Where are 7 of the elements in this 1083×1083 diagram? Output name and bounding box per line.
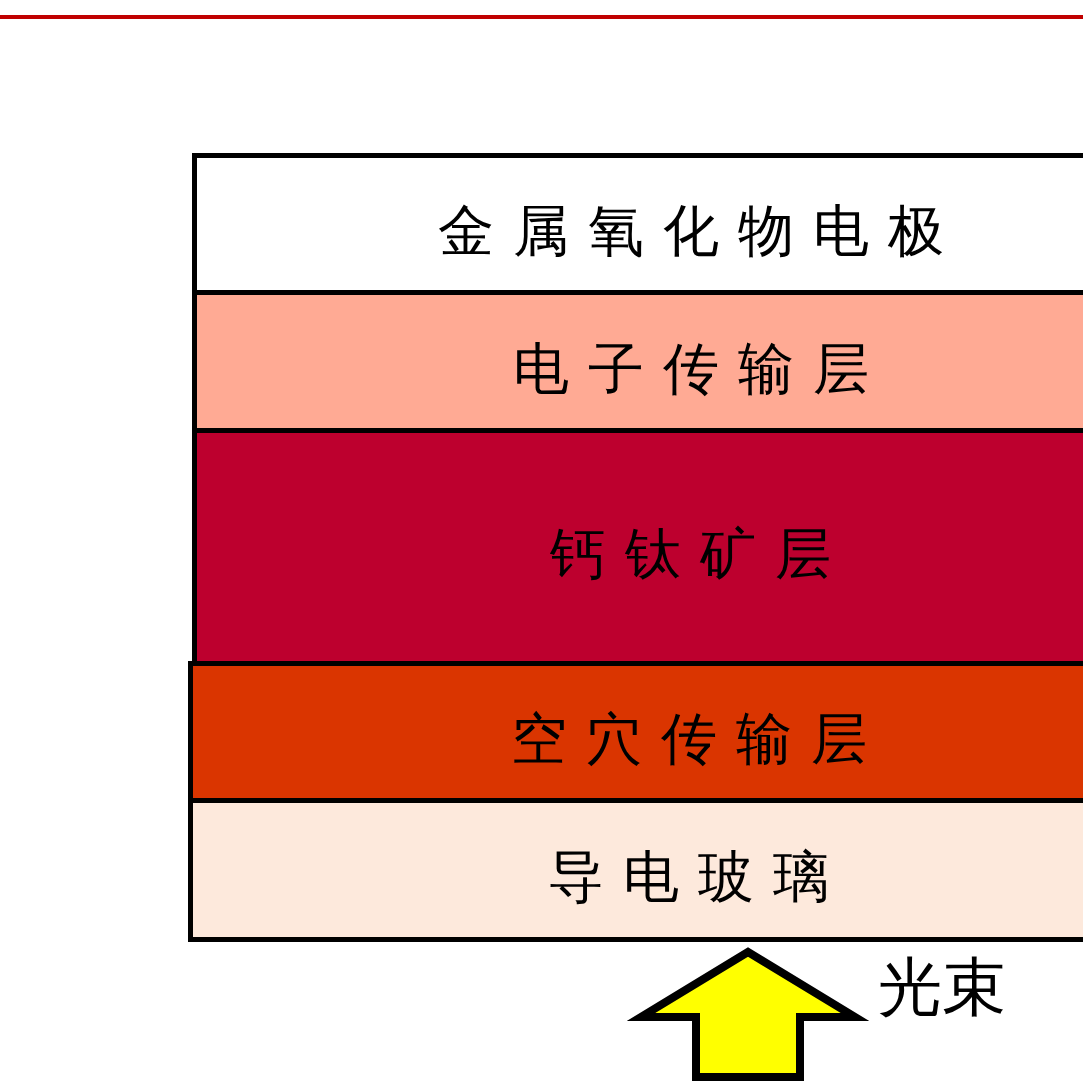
- layer-band: 电子传输层: [192, 290, 1083, 428]
- layer-band: 导电玻璃: [188, 798, 1083, 942]
- layer-band: 钙钛矿层: [192, 428, 1083, 661]
- layer-band: 金属氧化物电极: [192, 153, 1083, 290]
- layer-band: 空穴传输层: [188, 661, 1083, 798]
- block-arrow: [626, 947, 870, 1081]
- edge-label: 光束: [878, 952, 1006, 1023]
